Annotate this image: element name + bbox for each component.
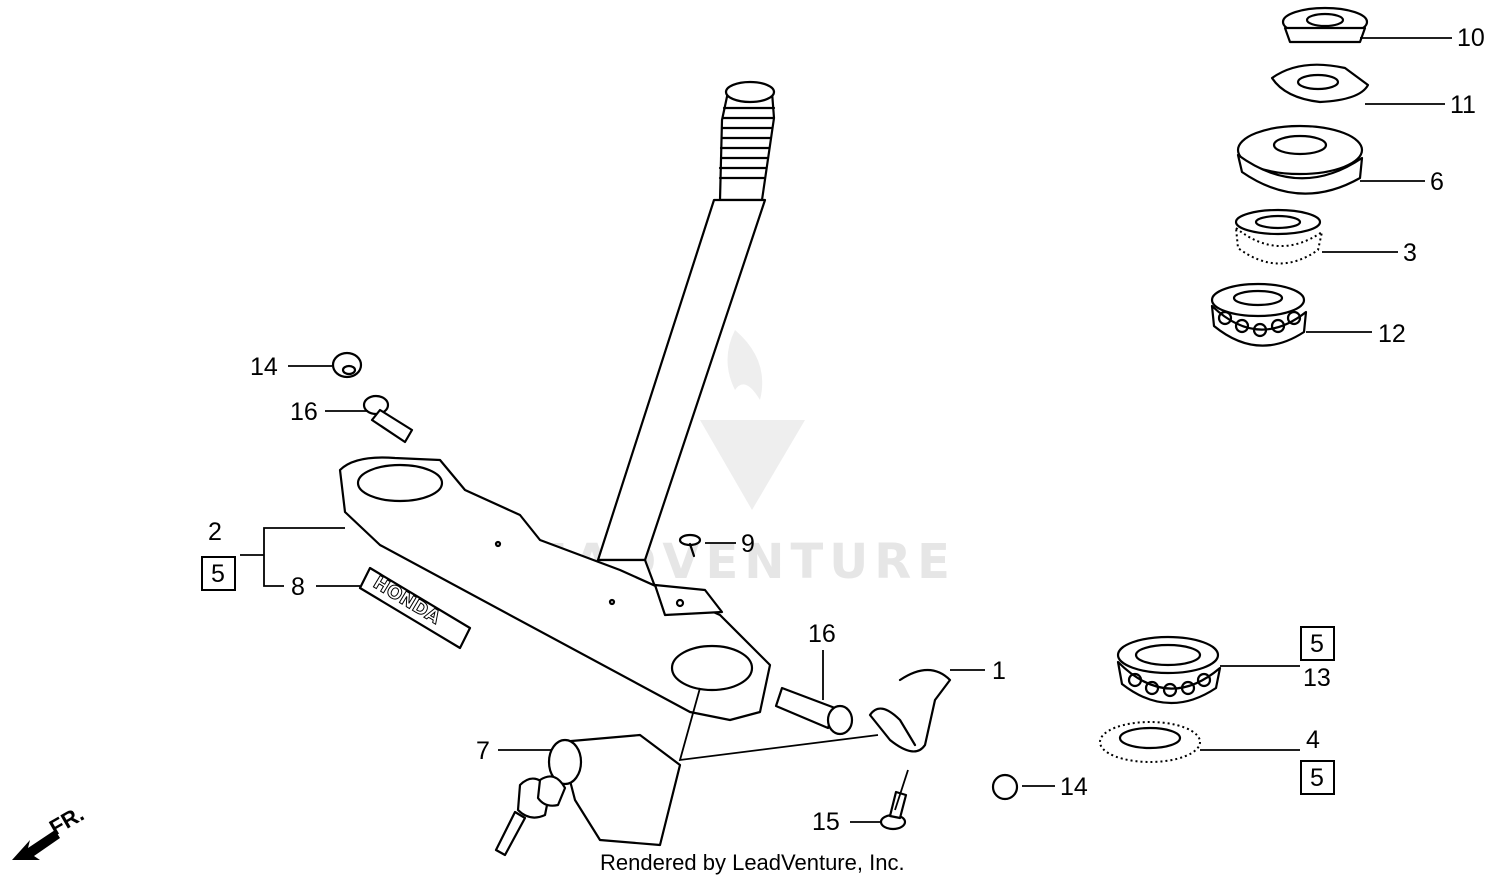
callout-14-bottom: 14 <box>1060 773 1088 801</box>
callout-8: 8 <box>291 573 305 601</box>
footer-credit: Rendered by LeadVenture, Inc. <box>600 850 905 875</box>
callout-10: 10 <box>1457 24 1485 52</box>
callout-6: 6 <box>1430 168 1444 196</box>
callout-4: 4 <box>1306 726 1320 754</box>
screw-9 <box>678 533 702 558</box>
bolt-16-mid <box>774 686 854 736</box>
callout-2: 2 <box>208 518 222 546</box>
reference-boxes <box>201 556 1335 795</box>
callout-5-right-top: 5 <box>1310 630 1324 658</box>
callout-11: 11 <box>1450 91 1476 119</box>
callout-7: 7 <box>476 737 490 765</box>
clip-1 <box>868 668 952 753</box>
front-direction-indicator: FR. <box>12 801 88 860</box>
callouts: 10 11 6 3 12 5 13 4 5 14 1 15 16 14 16 9… <box>208 24 1485 836</box>
callout-9: 9 <box>741 530 755 558</box>
callout-16-mid: 16 <box>808 620 836 648</box>
bolt-15 <box>879 790 908 831</box>
callout-15: 15 <box>812 808 840 836</box>
callout-14-top: 14 <box>250 353 278 381</box>
lock-washer-11 <box>1270 63 1370 104</box>
adjusting-nut-6 <box>1236 124 1364 195</box>
callout-13: 13 <box>1303 664 1331 692</box>
nut-14-top <box>331 351 363 379</box>
steering-stem <box>588 80 776 602</box>
callout-3: 3 <box>1403 239 1417 267</box>
steering-stem-bottom-bridge <box>338 456 772 722</box>
bolt-16-top <box>362 394 414 444</box>
nut-14-bottom <box>991 773 1019 801</box>
callout-16-top: 16 <box>290 398 318 426</box>
front-arrow-icon <box>12 830 60 860</box>
leader-lines <box>240 37 1452 823</box>
callout-5-right-bottom: 5 <box>1310 764 1324 792</box>
steering-lock <box>494 733 682 857</box>
dust-seal-3 <box>1234 208 1324 265</box>
bearing-13 <box>1116 635 1222 705</box>
callout-5-left: 5 <box>211 560 225 588</box>
lock-nut-10 <box>1281 6 1369 44</box>
bearing-12 <box>1210 282 1308 347</box>
callout-1: 1 <box>992 657 1006 685</box>
dust-seal-4 <box>1099 721 1201 763</box>
callout-12: 12 <box>1378 320 1406 348</box>
